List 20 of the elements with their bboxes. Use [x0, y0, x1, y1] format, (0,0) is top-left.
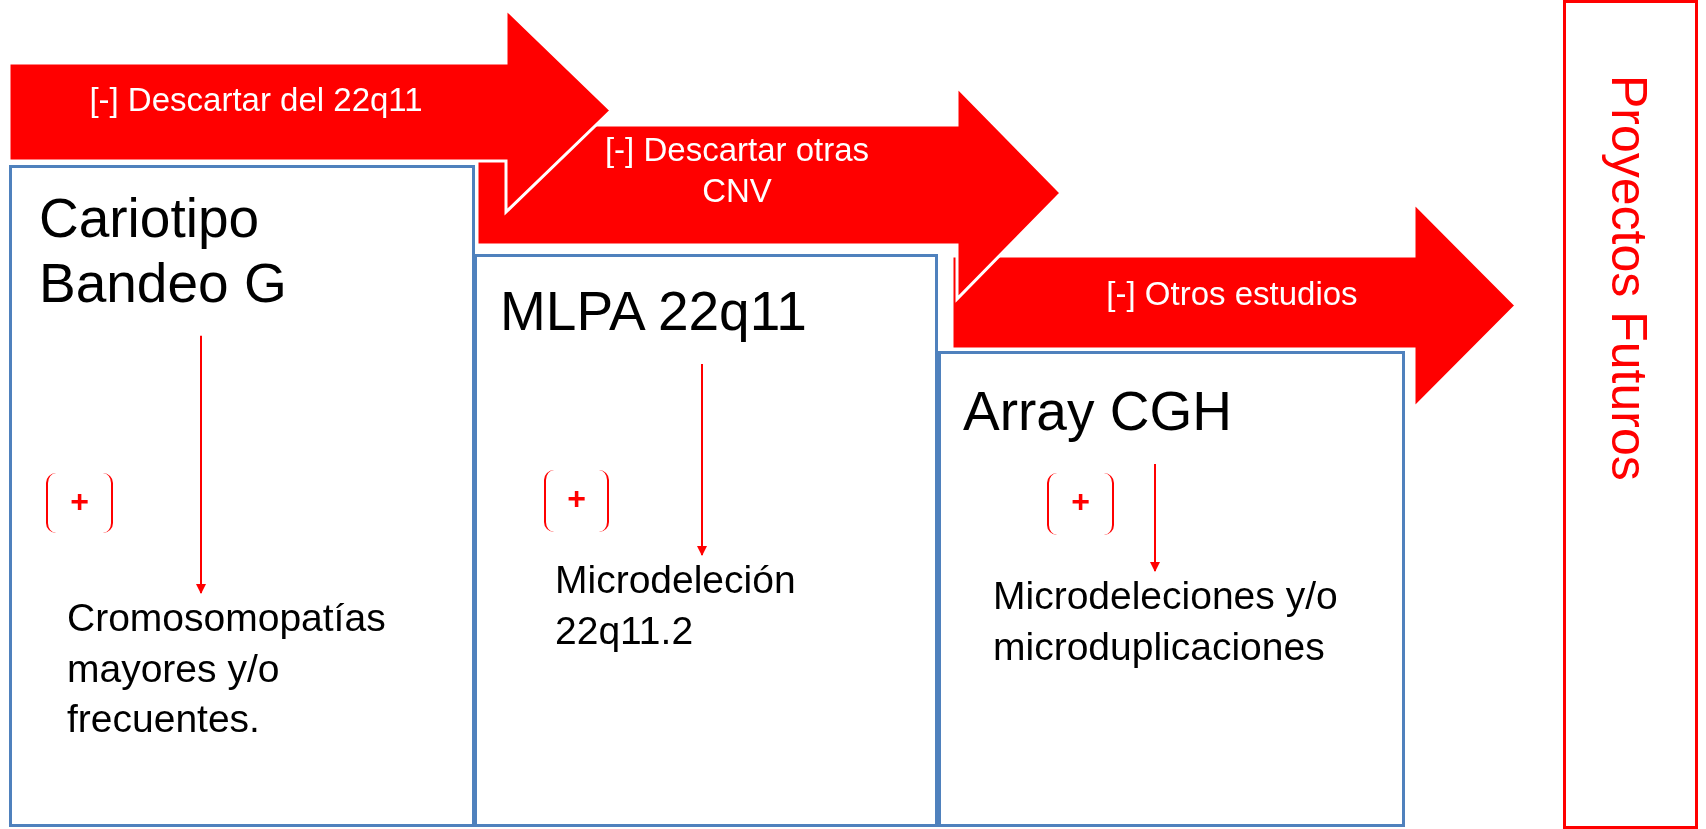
result-text: Cromosomopatías mayores y/o frecuentes. — [67, 593, 472, 746]
step-label: [-] Otros estudios — [1105, 274, 1359, 314]
edge-label: + — [46, 473, 113, 533]
process-box — [9, 165, 475, 827]
side-panel — [1563, 0, 1698, 829]
step-title: MLPA 22q11 — [500, 279, 930, 344]
step-label: [-] Descartar otras CNV — [603, 130, 871, 212]
result-text: Microdeleción 22q11.2 — [555, 555, 925, 657]
arrow — [196, 334, 206, 594]
step-title: Cariotipo Bandeo G — [39, 186, 459, 316]
panel-title: Proyectos Futuros — [1600, 75, 1658, 481]
process-box — [938, 351, 1405, 827]
result-text: Microdeleciones y/o microduplicaciones — [993, 571, 1388, 673]
edge-label: + — [544, 470, 609, 532]
step-title: Array CGH — [963, 379, 1383, 444]
process-box — [474, 254, 938, 827]
arrow — [1150, 462, 1160, 572]
edge-label: + — [1047, 473, 1114, 535]
step-label: [-] Descartar del 22q11 — [88, 80, 424, 120]
arrow — [697, 362, 707, 556]
